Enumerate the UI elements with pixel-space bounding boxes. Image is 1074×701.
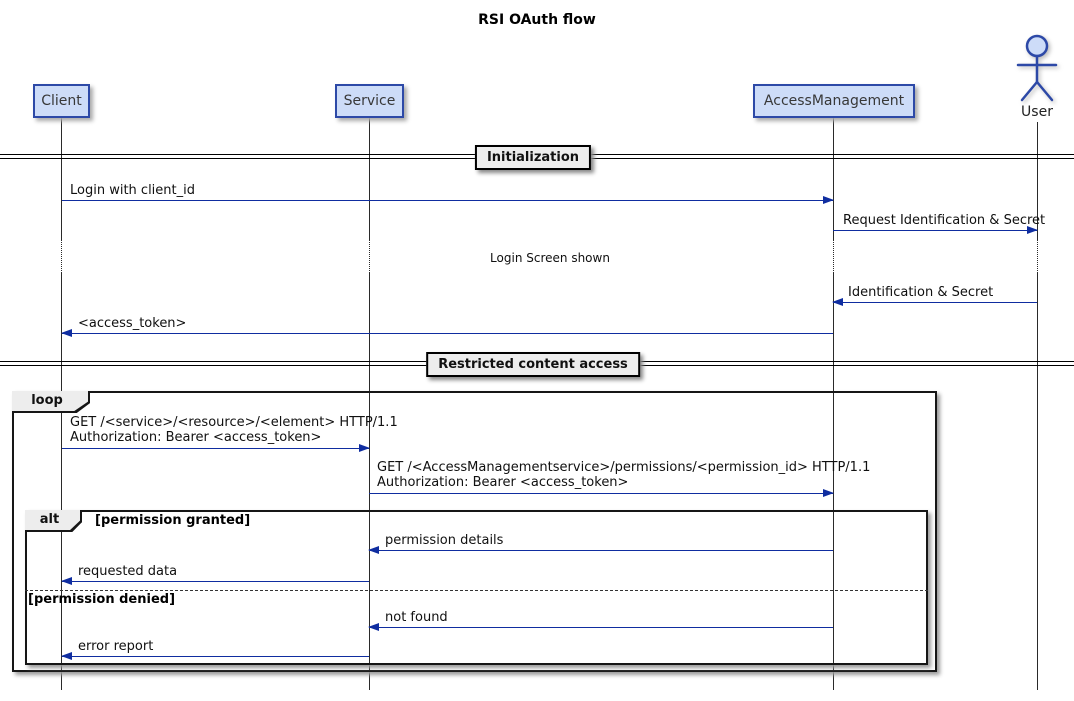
lifeline-client xyxy=(61,118,62,240)
participant-access-management: AccessManagement xyxy=(753,84,915,118)
lifeline-service xyxy=(369,118,370,240)
alt-else-separator xyxy=(25,590,928,591)
frame-alt-tag: alt xyxy=(25,510,82,532)
lifeline-client-delay xyxy=(61,240,62,273)
message-ident-secret-label: Identification & Secret xyxy=(848,285,994,300)
diagram-title: RSI OAuth flow xyxy=(478,12,596,28)
message-get-permissions-line2: Authorization: Bearer <access_token> xyxy=(377,475,629,490)
message-get-resource-line2: Authorization: Bearer <access_token> xyxy=(70,430,322,445)
message-get-resource-arrow xyxy=(62,443,370,452)
message-get-permissions-arrow xyxy=(369,488,834,497)
message-login-label: Login with client_id xyxy=(70,183,195,198)
message-get-permissions-line1: GET /<AccessManagementservice>/permissio… xyxy=(377,460,871,475)
message-requested-data-arrow xyxy=(61,576,369,585)
message-permission-details-label: permission details xyxy=(385,533,504,548)
frame-alt-label: alt xyxy=(39,511,60,527)
participant-client-label: Client xyxy=(41,93,82,109)
message-request-ident-label: Request Identification & Secret xyxy=(843,213,1046,228)
message-not-found-label: not found xyxy=(385,610,448,625)
frame-loop: loop xyxy=(12,391,937,672)
actor-user-label: User xyxy=(1021,104,1053,120)
message-not-found-arrow xyxy=(368,622,833,631)
message-request-ident-arrow xyxy=(833,225,1038,234)
message-login-arrow xyxy=(62,195,834,204)
message-requested-data-label: requested data xyxy=(78,564,178,579)
delay-note-login-screen: Login Screen shown xyxy=(490,251,610,265)
lifeline-user xyxy=(1037,273,1038,690)
frame-alt: alt xyxy=(25,510,928,665)
participant-service-label: Service xyxy=(343,93,396,109)
lifeline-client xyxy=(61,273,62,690)
lifeline-user-delay xyxy=(1037,240,1038,273)
divider-restricted: Restricted content access xyxy=(426,352,640,377)
lifeline-service-delay xyxy=(369,240,370,273)
lifeline-user xyxy=(1037,122,1038,240)
participant-client: Client xyxy=(33,84,90,118)
message-permission-details-arrow xyxy=(368,545,833,554)
message-access-token-label: <access_token> xyxy=(78,316,187,331)
frame-loop-label: loop xyxy=(31,392,63,408)
frame-loop-tag: loop xyxy=(12,391,90,413)
message-get-resource-line1: GET /<service>/<resource>/<element> HTTP… xyxy=(70,415,398,430)
message-ident-secret-arrow xyxy=(832,297,1037,306)
actor-user-icon xyxy=(1016,34,1058,102)
lifeline-access-management-delay xyxy=(833,240,834,273)
lifeline-access-management xyxy=(833,118,834,240)
divider-initialization: Initialization xyxy=(474,145,592,170)
participant-access-management-label: AccessManagement xyxy=(763,93,905,109)
message-access-token-arrow xyxy=(61,328,833,337)
lifeline-service xyxy=(369,273,370,690)
guard-permission-granted: [permission granted] xyxy=(95,513,251,528)
guard-permission-denied: [permission denied] xyxy=(28,592,176,607)
message-error-report-arrow xyxy=(61,651,369,660)
lifeline-access-management xyxy=(833,273,834,690)
message-error-report-label: error report xyxy=(78,639,154,654)
participant-service: Service xyxy=(335,84,404,118)
